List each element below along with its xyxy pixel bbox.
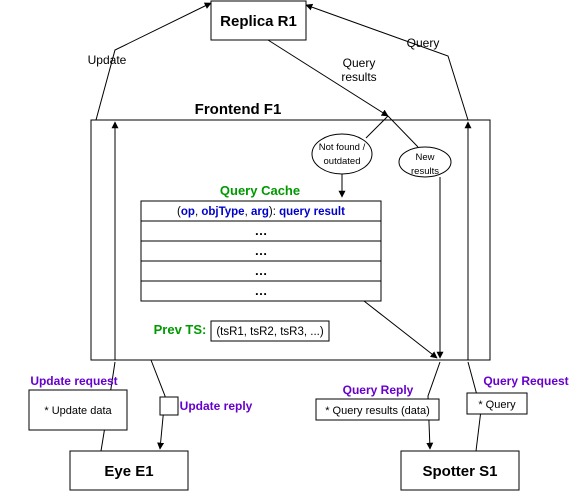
update-edge-label: Update bbox=[88, 53, 127, 67]
not-found-label-1: Not found / bbox=[319, 142, 366, 153]
query-edge-label: Query bbox=[407, 36, 440, 50]
update-reply-edge bbox=[150, 359, 166, 450]
update-data-box bbox=[28, 389, 128, 431]
update-edge bbox=[95, 2, 212, 121]
eye-node bbox=[69, 450, 189, 491]
query-cache-title: Query Cache bbox=[220, 183, 300, 198]
branch-to-new-results bbox=[387, 115, 419, 148]
replica-label: Replica R1 bbox=[220, 13, 297, 30]
cache-row: … bbox=[255, 263, 268, 278]
query-request-label: Query Request bbox=[483, 374, 568, 388]
spotter-label: Spotter S1 bbox=[422, 463, 497, 480]
new-results-decision bbox=[398, 146, 452, 178]
query-results-data-box bbox=[315, 398, 440, 421]
query-small-box bbox=[466, 392, 528, 415]
prev-ts-box bbox=[210, 320, 330, 342]
query-reply-edge bbox=[426, 361, 441, 450]
query-results-label-1: Query bbox=[343, 56, 376, 70]
prev-ts-label: Prev TS: bbox=[154, 322, 207, 337]
branch-to-not-found bbox=[365, 115, 389, 139]
eye-label: Eye E1 bbox=[104, 463, 153, 480]
query-small-label: * Query bbox=[478, 399, 516, 411]
prev-ts-value: (tsR1, tsR2, tsR3, ...) bbox=[216, 326, 324, 338]
update-request-label: Update request bbox=[30, 374, 117, 388]
cache-header: (op, objType, arg): query result bbox=[177, 206, 345, 218]
not-found-label-2: outdated bbox=[324, 156, 361, 167]
cache-row: … bbox=[255, 283, 268, 298]
not-found-decision bbox=[311, 133, 373, 175]
cache-row: … bbox=[255, 243, 268, 258]
query-reply-label: Query Reply bbox=[343, 383, 414, 397]
query-results-data-label: * Query results (data) bbox=[325, 405, 430, 417]
frontend-label: Frontend F1 bbox=[195, 101, 282, 118]
query-results-label-2: results bbox=[341, 70, 376, 84]
spotter-node bbox=[400, 450, 520, 491]
query-edge bbox=[305, 3, 469, 121]
replica-node bbox=[210, 0, 307, 41]
cache-row: … bbox=[255, 223, 268, 238]
update-reply-label: Update reply bbox=[180, 399, 253, 413]
update-data-label: * Update data bbox=[44, 405, 112, 417]
new-results-label-1: New bbox=[415, 152, 434, 163]
cache-to-reply-edge bbox=[363, 300, 438, 359]
query-cache-table bbox=[140, 200, 382, 302]
query-results-edge bbox=[267, 39, 389, 117]
update-reply-box bbox=[159, 396, 179, 416]
new-results-label-2: results bbox=[411, 166, 439, 177]
